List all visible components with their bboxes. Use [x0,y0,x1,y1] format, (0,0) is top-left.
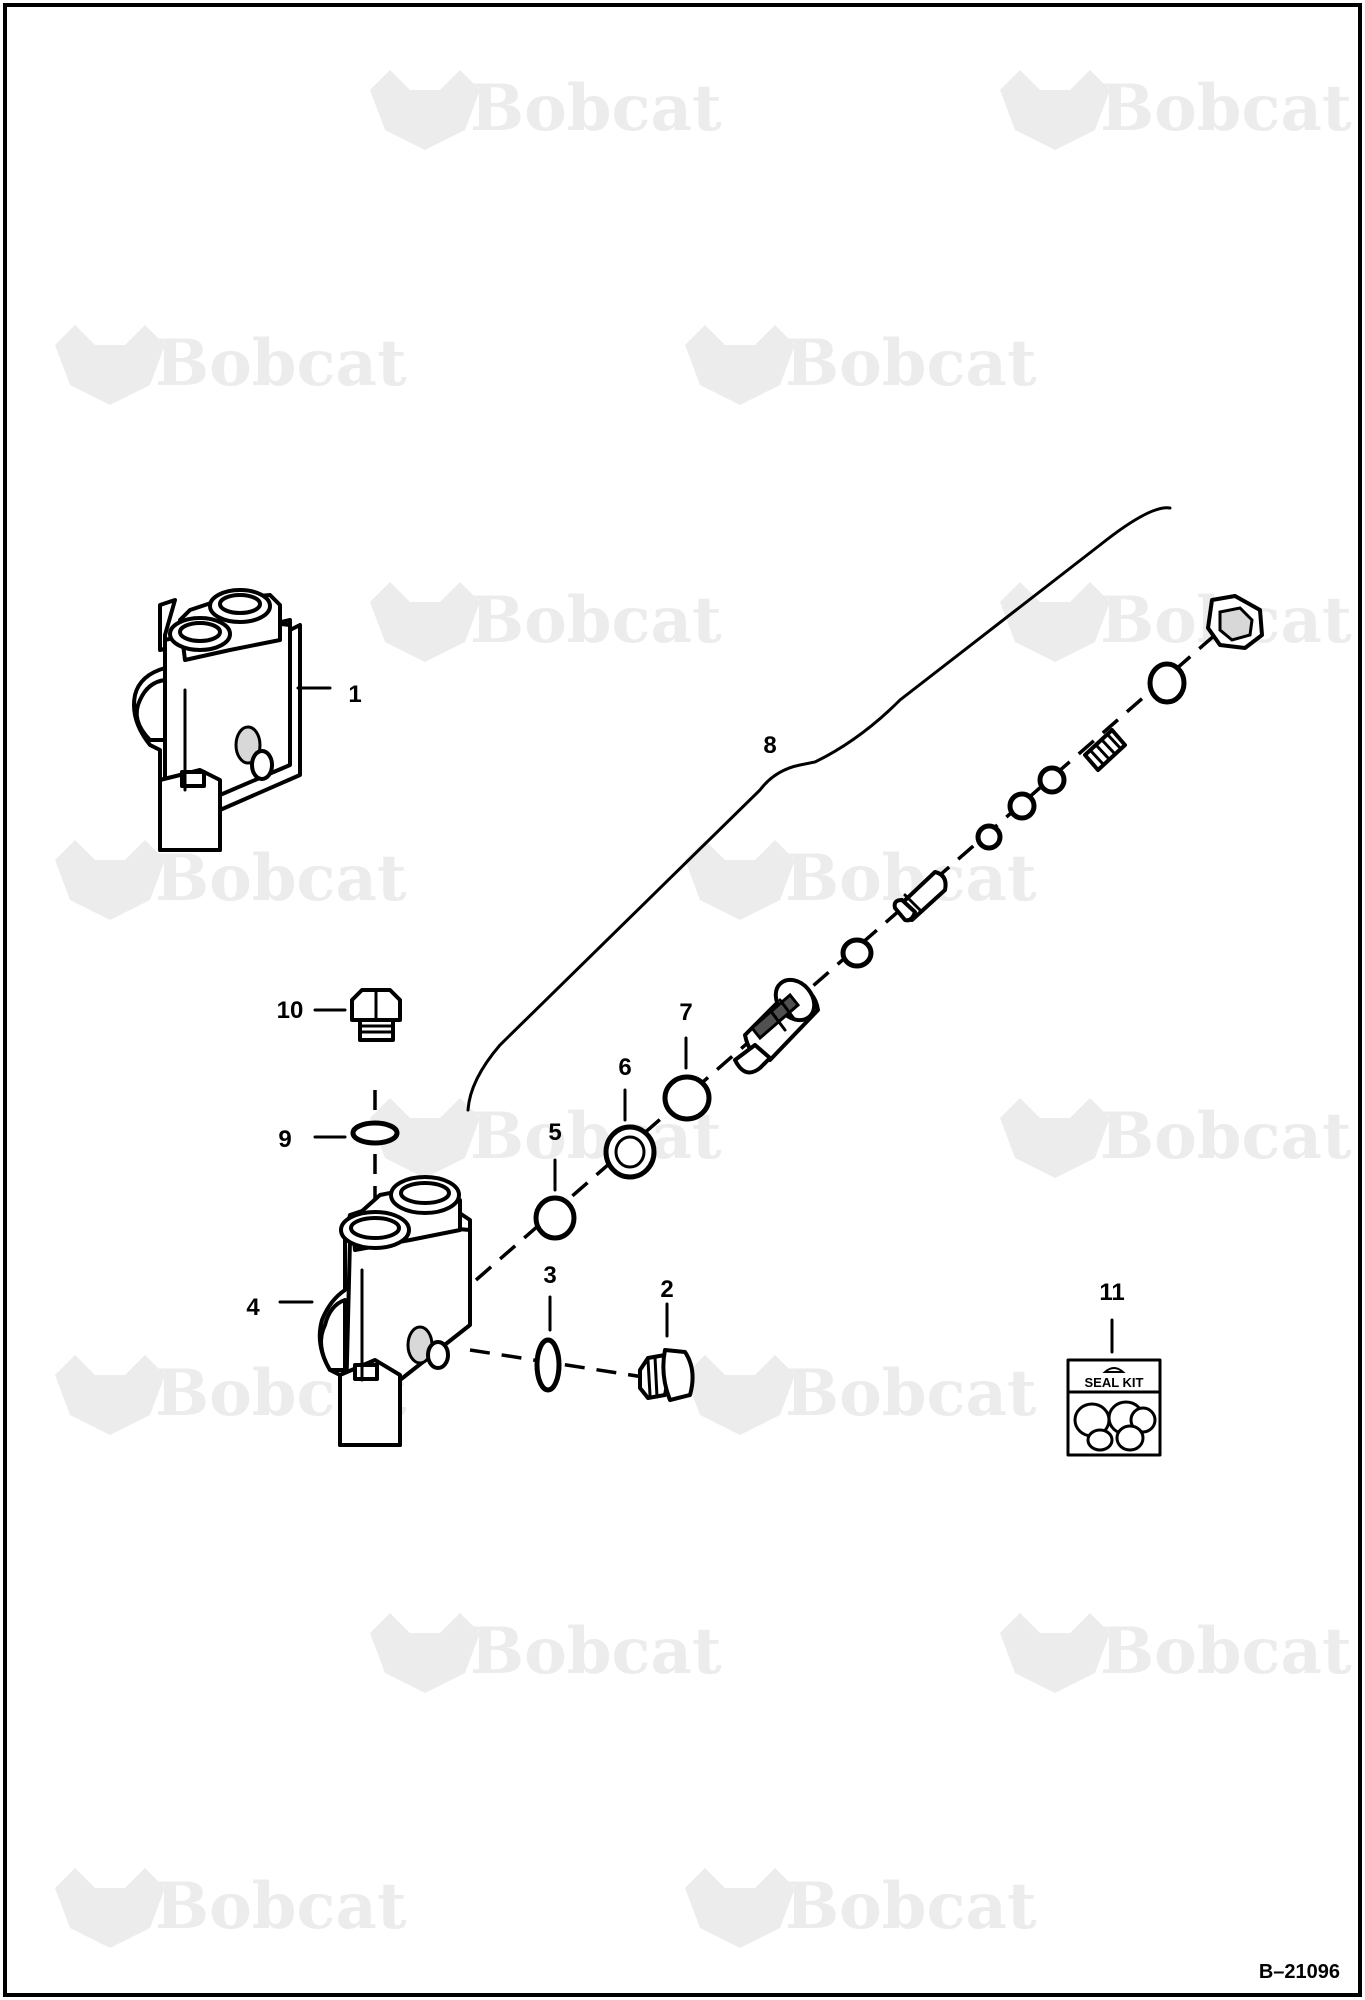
svg-text:Bobcat: Bobcat [785,1869,1037,1944]
small-ring [975,823,1003,851]
poppet [892,870,948,923]
callout-9: 9 [278,1126,291,1153]
callout-4: 4 [246,1294,260,1321]
svg-text:Bobcat: Bobcat [785,326,1037,401]
washer [840,937,874,969]
svg-text:Bobcat: Bobcat [155,841,407,916]
watermark: Bobcat [1000,1098,1352,1178]
small-ring [1037,765,1067,795]
watermark: Bobcat [55,840,407,920]
figure-reference-code: B–21096 [1259,1961,1340,1983]
callout-2: 2 [660,1276,673,1303]
leader-lines [278,686,1114,1354]
callout-7: 7 [679,999,692,1026]
plug-o-ring-3 [534,1337,562,1393]
watermark: Bobcat [55,325,407,405]
hex-cap [1206,594,1264,650]
svg-text:Bobcat: Bobcat [470,1614,722,1689]
watermark-layer: Bobcat Bobcat Bobcat Bobcat Bobcat Bobca… [55,70,1352,1948]
plug-o-ring-9 [350,1120,400,1146]
watermark: Bobcat [685,1355,1037,1435]
page-frame [3,3,1362,1997]
callout-3: 3 [543,1262,556,1289]
callout-5: 5 [548,1119,561,1146]
callout-11: 11 [1099,1279,1124,1306]
svg-text:Bobcat: Bobcat [785,1356,1037,1431]
watermark: Bobcat [370,582,722,662]
svg-text:Bobcat: Bobcat [1100,71,1352,146]
spring [1083,728,1127,772]
watermark: Bobcat [370,1613,722,1693]
cap-o-ring [1147,661,1187,705]
valve-section-assembly [132,588,302,852]
watermark: Bobcat [685,840,1037,920]
callout-6: 6 [618,1054,631,1081]
svg-text:Bobcat: Bobcat [1100,1099,1352,1174]
plug-2 [638,1348,695,1402]
watermark: Bobcat [685,1868,1037,1948]
svg-text:Bobcat: Bobcat [470,71,722,146]
svg-text:Bobcat: Bobcat [1100,1614,1352,1689]
callout-numbers: 1 2 3 4 5 6 7 8 9 10 11 [246,681,1124,1321]
svg-text:Bobcat: Bobcat [470,583,722,658]
watermark: Bobcat [370,70,722,150]
watermark: Bobcat [55,1868,407,1948]
backup-ring-6 [603,1124,657,1180]
watermark: Bobcat [1000,582,1352,662]
callout-8: 8 [763,732,776,759]
valve-body [317,1175,472,1447]
callout-1: 1 [348,681,361,708]
callout-10: 10 [277,997,304,1024]
svg-text:Bobcat: Bobcat [155,1869,407,1944]
watermark: Bobcat [685,325,1037,405]
plug-10 [350,988,402,1042]
watermark: Bobcat [1000,1613,1352,1693]
o-ring-7 [662,1074,712,1122]
small-ring [1007,791,1037,821]
bracket-8 [466,506,1172,1112]
watermark: Bobcat [1000,70,1352,150]
svg-text:Bobcat: Bobcat [155,326,407,401]
seal-kit-11: SEAL KIT [1066,1358,1162,1457]
o-ring-5 [533,1195,577,1241]
relief-valve-cartridge [733,977,820,1075]
seal-kit-label: SEAL KIT [1085,1375,1144,1390]
